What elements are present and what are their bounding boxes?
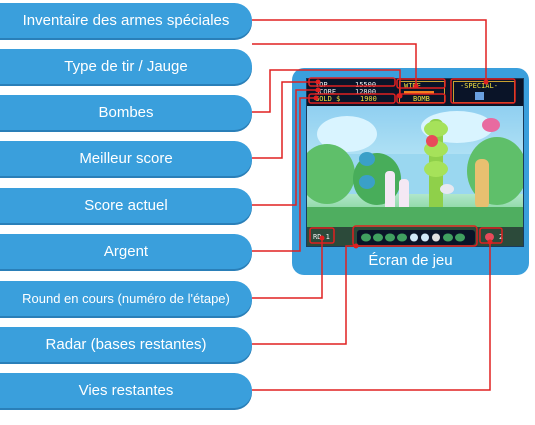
label-radar: Radar (bases restantes) xyxy=(0,327,252,362)
label-money: Argent xyxy=(0,234,252,269)
label-current-score: Score actuel xyxy=(0,188,252,223)
hud-gold-value: 1900 xyxy=(360,95,377,103)
hud-special: -SPECIAL- xyxy=(460,82,498,90)
radar-panel xyxy=(357,230,475,245)
hud-lives: 2 xyxy=(499,233,504,241)
hud-top-bar: TOP 15500 SCORE 12800 GOLD $ 1900 WIDE B… xyxy=(307,79,523,106)
radar-bases xyxy=(361,233,465,242)
game-screen-caption: Écran de jeu xyxy=(368,252,453,269)
special-item-icon xyxy=(475,92,484,100)
hud-round: RD.1 xyxy=(313,233,330,241)
label-bombs: Bombes xyxy=(0,95,252,130)
game-screen: TOP 15500 SCORE 12800 GOLD $ 1900 WIDE B… xyxy=(306,78,524,247)
label-special-weapons: Inventaire des armes spéciales xyxy=(0,3,252,38)
label-shot-type: Type de tir / Jauge xyxy=(0,49,252,84)
label-lives: Vies restantes xyxy=(0,373,252,408)
shot-gauge-bar xyxy=(404,91,434,94)
hud-bottom-bar: RD.1 2 xyxy=(307,227,523,246)
hud-gold-label: GOLD $ xyxy=(315,95,341,103)
hud-bomb: BOMB xyxy=(413,95,430,103)
label-high-score: Meilleur score xyxy=(0,141,252,176)
game-scenery xyxy=(307,111,523,227)
hud-shot-type: WIDE xyxy=(404,82,421,90)
life-ship-icon xyxy=(485,233,494,241)
label-round: Round en cours (numéro de l'étape) xyxy=(0,281,252,316)
